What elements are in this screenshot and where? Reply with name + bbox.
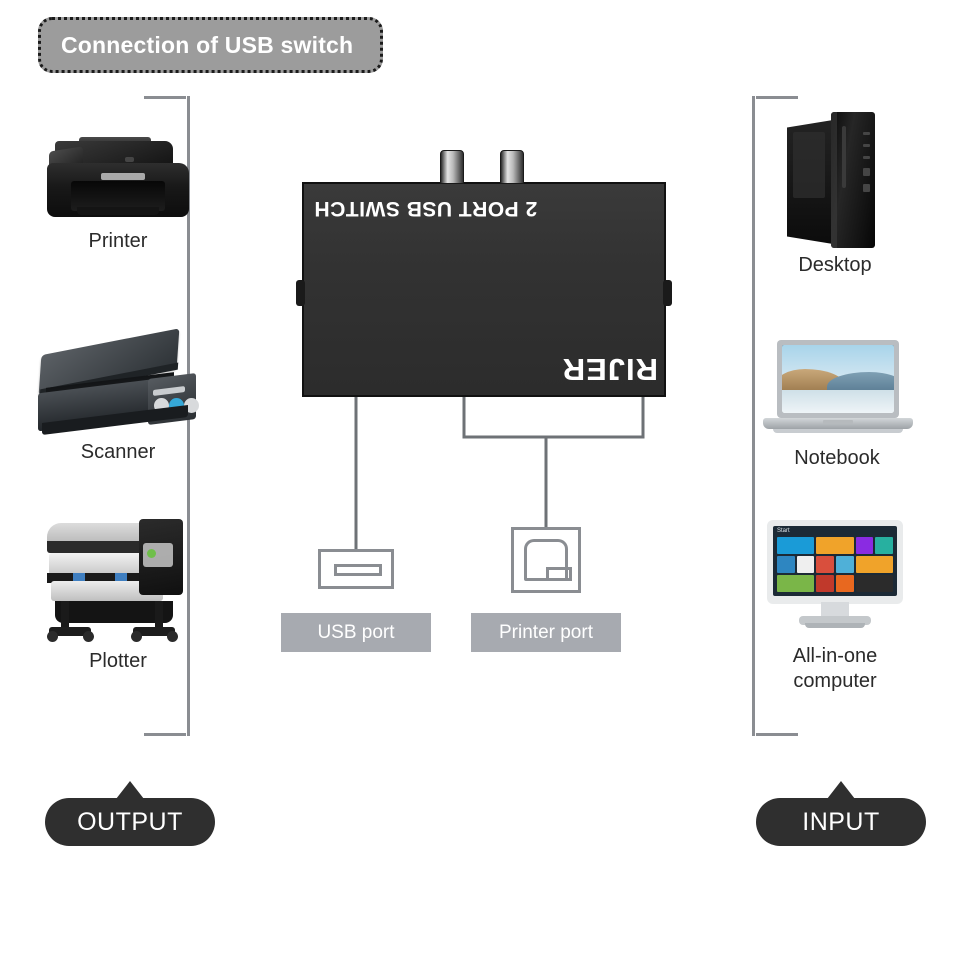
device-label-printer: Printer bbox=[88, 230, 148, 252]
device-label-scanner: Scanner bbox=[80, 441, 156, 463]
device-notebook: Notebook bbox=[757, 338, 917, 471]
title-banner: Connection of USB switch bbox=[38, 17, 383, 73]
desktop-tower-icon bbox=[783, 104, 887, 249]
scanner-icon bbox=[30, 328, 206, 436]
bracket-arm-top bbox=[756, 96, 798, 99]
title-text: Connection of USB switch bbox=[61, 31, 354, 58]
usb-type-b-icon bbox=[511, 527, 581, 593]
bracket-vertical bbox=[752, 96, 755, 736]
laptop-icon bbox=[757, 338, 917, 442]
switch-side-tab-left bbox=[296, 280, 305, 306]
device-label-all-in-one: All-in-one computer bbox=[792, 645, 878, 692]
bracket-arm-bottom bbox=[756, 733, 798, 736]
device-scanner: Scanner bbox=[25, 328, 211, 465]
device-printer: Printer bbox=[38, 135, 198, 254]
device-brand-label: RIJER bbox=[561, 352, 658, 387]
usb-switch-device[interactable]: 2 PORT USB SWITCH RIJER bbox=[296, 150, 672, 397]
usb-port-label: USB port bbox=[281, 613, 431, 652]
usb-b-outline bbox=[524, 539, 572, 581]
input-badge-label: INPUT bbox=[802, 807, 880, 836]
usb-b-inner bbox=[546, 567, 572, 581]
usb-a-inner bbox=[334, 564, 382, 576]
switch-knob-1[interactable] bbox=[440, 150, 464, 184]
printer-icon bbox=[43, 135, 193, 225]
output-badge-label: OUTPUT bbox=[77, 807, 183, 836]
usb-type-a-icon bbox=[318, 549, 394, 589]
device-all-in-one: Start bbox=[759, 520, 911, 694]
device-plotter: Plotter bbox=[32, 515, 204, 674]
plotter-icon bbox=[43, 515, 193, 645]
badge-pointer-icon bbox=[116, 781, 144, 799]
badge-pointer-icon bbox=[827, 781, 855, 799]
printer-port-label: Printer port bbox=[471, 613, 621, 652]
device-label-notebook: Notebook bbox=[794, 447, 880, 469]
device-desktop: Desktop bbox=[783, 104, 887, 278]
switch-knob-2[interactable] bbox=[500, 150, 524, 184]
bracket-arm-bottom bbox=[144, 733, 186, 736]
input-badge: INPUT bbox=[756, 781, 926, 846]
switch-side-tab-right bbox=[663, 280, 672, 306]
bracket-arm-top bbox=[144, 96, 186, 99]
device-label-plotter: Plotter bbox=[89, 650, 147, 672]
device-model-label: 2 PORT USB SWITCH bbox=[314, 197, 538, 220]
input-group-bracket bbox=[752, 96, 798, 736]
all-in-one-pc-icon: Start bbox=[759, 520, 911, 640]
output-badge: OUTPUT bbox=[45, 781, 215, 846]
device-label-desktop: Desktop bbox=[798, 254, 872, 276]
